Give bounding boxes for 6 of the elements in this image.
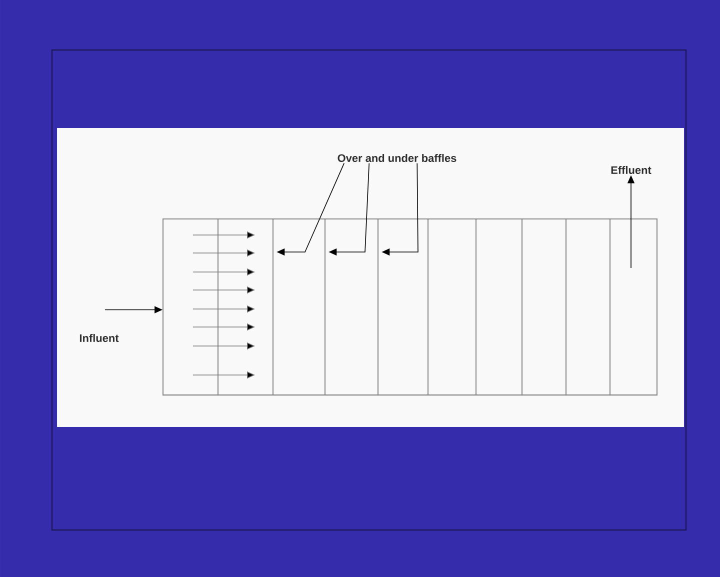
- baffle-line: [324, 218, 326, 395]
- label-text: Effluent: [611, 166, 652, 174]
- tank-outline: [162, 218, 658, 396]
- baffle-line: [272, 218, 274, 395]
- label-text: Influent: [80, 334, 119, 342]
- label-text: Over and under baffles: [338, 154, 456, 162]
